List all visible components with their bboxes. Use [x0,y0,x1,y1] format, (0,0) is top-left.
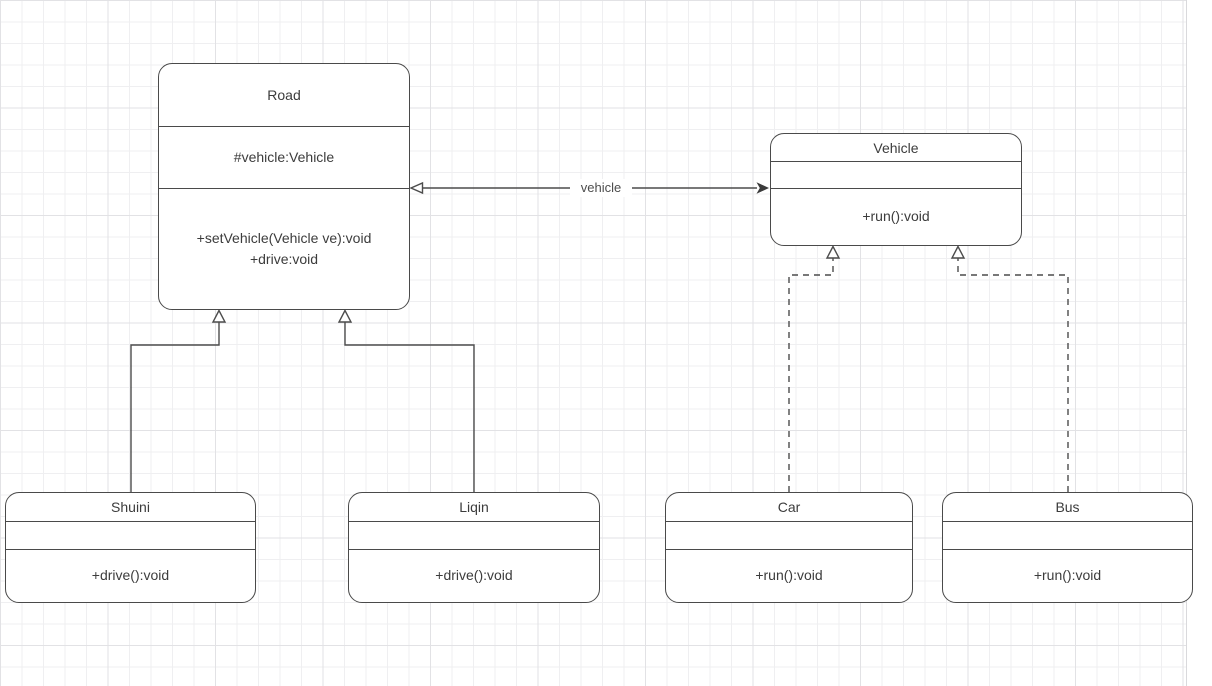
filled-arrowhead-at-vehicle [756,182,769,194]
hollow-triangle-arrowhead [825,244,841,259]
method-line: +run():void [862,208,930,224]
class-box-bus[interactable]: Bus +run():void [942,492,1193,603]
hollow-triangle-arrowhead [337,308,353,323]
class-methods: +drive():void [6,549,255,601]
class-title: Car [777,499,801,515]
method-line: +run():void [755,567,823,583]
class-title: Liqin [459,499,489,515]
edge-shuini-road-generalization[interactable] [130,308,227,493]
class-methods: +run():void [771,188,1021,244]
class-attributes [6,521,255,549]
class-box-shuini[interactable]: Shuini +drive():void [5,492,256,603]
edge-liqin-road-generalization[interactable] [337,308,475,493]
class-attributes [771,161,1021,188]
class-methods: +run():void [943,549,1192,601]
class-attributes [666,521,912,549]
class-box-vehicle[interactable]: Vehicle +run():void [770,133,1022,246]
attribute-line: #vehicle:Vehicle [233,149,335,165]
class-box-liqin[interactable]: Liqin +drive():void [348,492,600,603]
class-title: Shuini [111,499,150,515]
class-box-car[interactable]: Car +run():void [665,492,913,603]
class-box-road[interactable]: Road #vehicle:Vehicle +setVehicle(Vehicl… [158,63,410,310]
method-line: +setVehicle(Vehicle ve):void [196,229,372,246]
edge-car-vehicle-realization[interactable] [788,244,841,493]
method-line: +drive:void [249,250,319,267]
association-label[interactable]: vehicle [570,179,632,197]
class-attributes [943,521,1192,549]
class-methods: +setVehicle(Vehicle ve):void +drive:void [159,188,409,308]
hollow-triangle-arrowhead [211,308,227,323]
class-attributes [349,521,599,549]
class-title: Vehicle [873,139,919,156]
class-title: Bus [1055,499,1080,515]
method-line: +drive():void [435,567,513,583]
hollow-triangle-arrowhead [950,244,966,259]
method-line: +drive():void [91,567,170,583]
class-methods: +drive():void [349,549,599,601]
edge-bus-vehicle-realization[interactable] [950,244,1069,493]
class-title: Road [267,87,301,103]
method-line: +run():void [1033,567,1102,583]
class-methods: +run():void [666,549,912,601]
class-attributes: #vehicle:Vehicle [159,126,409,188]
open-arrowhead-at-road [409,181,424,195]
